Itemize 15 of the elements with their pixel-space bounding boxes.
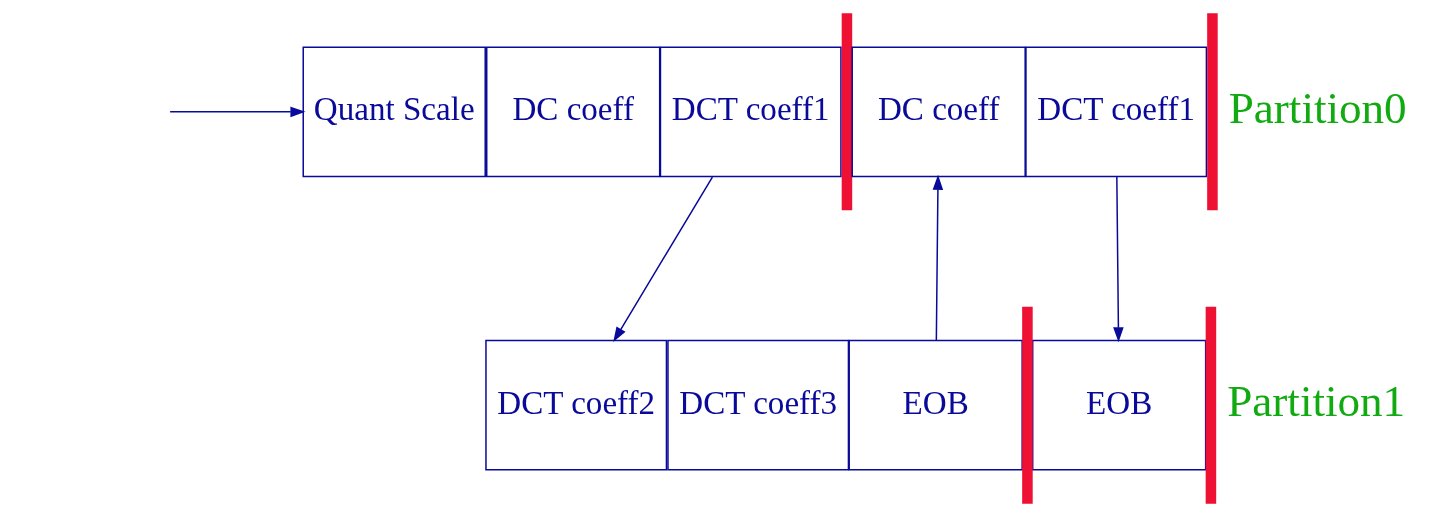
node-box: EOB bbox=[847, 339, 1023, 471]
node-box: DCT coeff1 bbox=[659, 46, 842, 178]
arrow bbox=[168, 106, 305, 118]
node-box: Quant Scale bbox=[302, 46, 486, 178]
node-box: DCT coeff1 bbox=[1024, 46, 1207, 178]
node-box: DC coeff bbox=[485, 46, 660, 178]
label: Partition0 bbox=[1228, 83, 1407, 134]
arrow bbox=[612, 176, 713, 343]
arrow bbox=[1112, 176, 1124, 343]
node-box: EOB bbox=[1031, 339, 1206, 471]
arrow bbox=[932, 174, 943, 341]
label: Partition1 bbox=[1226, 376, 1405, 427]
node-box: DC coeff bbox=[850, 46, 1026, 178]
node-box: DCT coeff2 bbox=[484, 339, 667, 471]
node-box: DCT coeff3 bbox=[666, 339, 849, 471]
